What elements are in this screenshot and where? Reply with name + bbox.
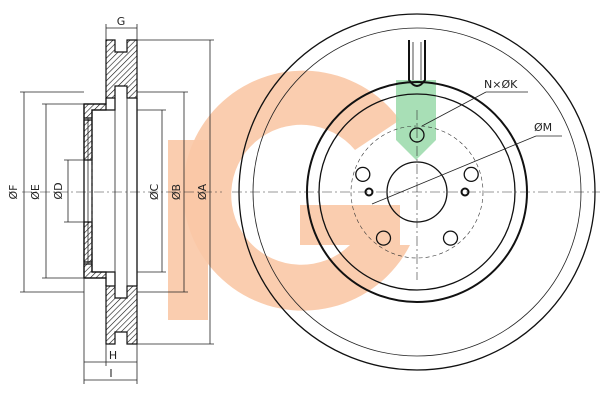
hat-outline	[83, 98, 107, 286]
dim-label-a: ØA	[196, 183, 209, 200]
bolt-hole	[442, 230, 459, 246]
watermark-orange-arc	[183, 70, 410, 311]
pcd-circle	[350, 125, 484, 259]
bolt-hole	[355, 166, 371, 183]
dim-label-e: ØE	[29, 184, 42, 200]
bolt-hole	[409, 127, 425, 143]
bolt-hole	[375, 230, 392, 246]
front-view: N×ØK ØM	[232, 13, 600, 371]
bolt-hole-callout: N×ØK	[484, 78, 518, 91]
dim-label-i: I	[109, 367, 112, 380]
dim-label-b: ØB	[170, 184, 183, 200]
watermark-green-mark	[396, 80, 436, 160]
watermark-logo	[168, 70, 436, 320]
locating-holes	[364, 187, 470, 197]
watermark-orange-bar	[168, 140, 208, 320]
lower-ring-section	[105, 285, 138, 345]
section-view: G ØF ØE ØD ØC ØB ØA	[7, 15, 222, 384]
locating-hole	[364, 187, 374, 197]
hat-wall-top	[83, 103, 107, 119]
hub-bore-bottom	[83, 221, 93, 263]
bolt-hole	[463, 166, 479, 183]
dim-label-c: ØC	[148, 184, 161, 201]
hub-bore-top	[83, 119, 93, 161]
dim-label-h: H	[109, 349, 117, 362]
dim-label-d: ØD	[52, 182, 65, 199]
hat-wall-bottom	[83, 263, 107, 279]
dim-label-g: G	[117, 15, 126, 28]
m-leader-line	[371, 135, 537, 205]
wear-indicator-slot	[408, 40, 426, 87]
upper-ring-section	[105, 39, 138, 99]
locating-hole	[460, 187, 470, 197]
nk-leader-line	[421, 91, 487, 127]
bolt-holes	[355, 127, 479, 246]
pcd-callout: ØM	[534, 121, 552, 134]
dim-label-f: ØF	[7, 185, 20, 200]
